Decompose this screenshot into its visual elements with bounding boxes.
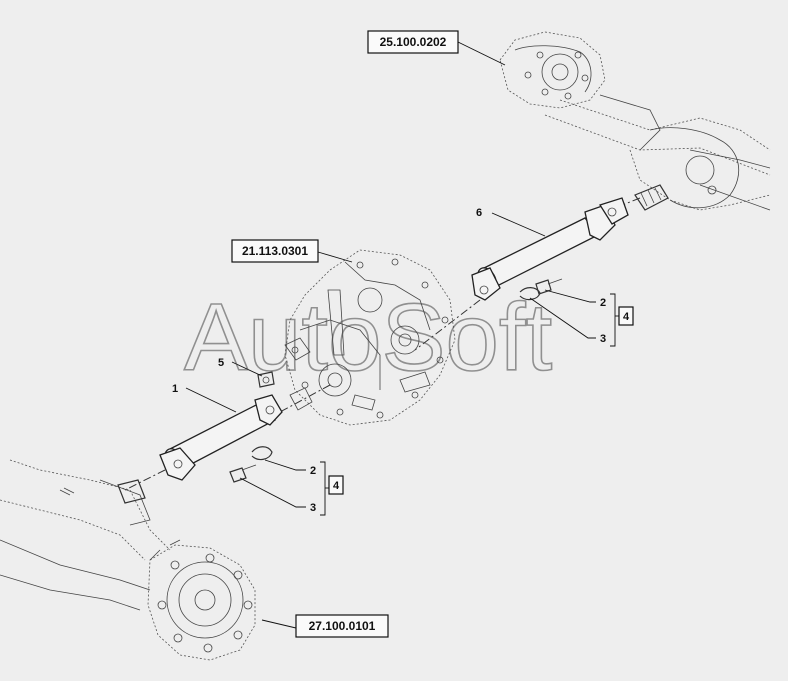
callout-6[interactable]: 6 [476, 207, 482, 219]
rear-axle-drawing [0, 459, 256, 661]
ref-transmission-text: 21.113.0301 [242, 244, 308, 258]
ref-rear-axle-text: 27.100.0101 [309, 619, 376, 633]
watermark-text: AutoSoft [184, 284, 552, 391]
ref-box-transmission[interactable]: 21.113.0301 [231, 239, 319, 263]
callout-lower-4[interactable]: 4 [333, 480, 340, 492]
callout-upper-3[interactable]: 3 [600, 333, 606, 345]
callout-upper-4[interactable]: 4 [623, 311, 630, 323]
front-axle-drawing [499, 31, 771, 211]
ref-box-rear-axle[interactable]: 27.100.0101 [295, 614, 389, 638]
callout-5[interactable]: 5 [218, 357, 224, 369]
leader-lines [185, 41, 596, 629]
lower-drive-shaft [124, 384, 331, 491]
callout-lower-3[interactable]: 3 [310, 502, 316, 514]
callout-1[interactable]: 1 [172, 383, 178, 395]
upper-callout-group: 2 3 4 [600, 293, 634, 347]
ref-front-axle-text: 25.100.0202 [380, 35, 447, 49]
ref-box-front-axle[interactable]: 25.100.0202 [367, 30, 459, 54]
lower-callout-group: 2 3 4 [310, 461, 344, 516]
upper-drive-shaft [414, 197, 641, 351]
hardware-parts [229, 278, 563, 483]
transmission-drawing [284, 249, 456, 426]
callout-lower-2[interactable]: 2 [310, 465, 316, 477]
callout-upper-2[interactable]: 2 [600, 297, 606, 309]
